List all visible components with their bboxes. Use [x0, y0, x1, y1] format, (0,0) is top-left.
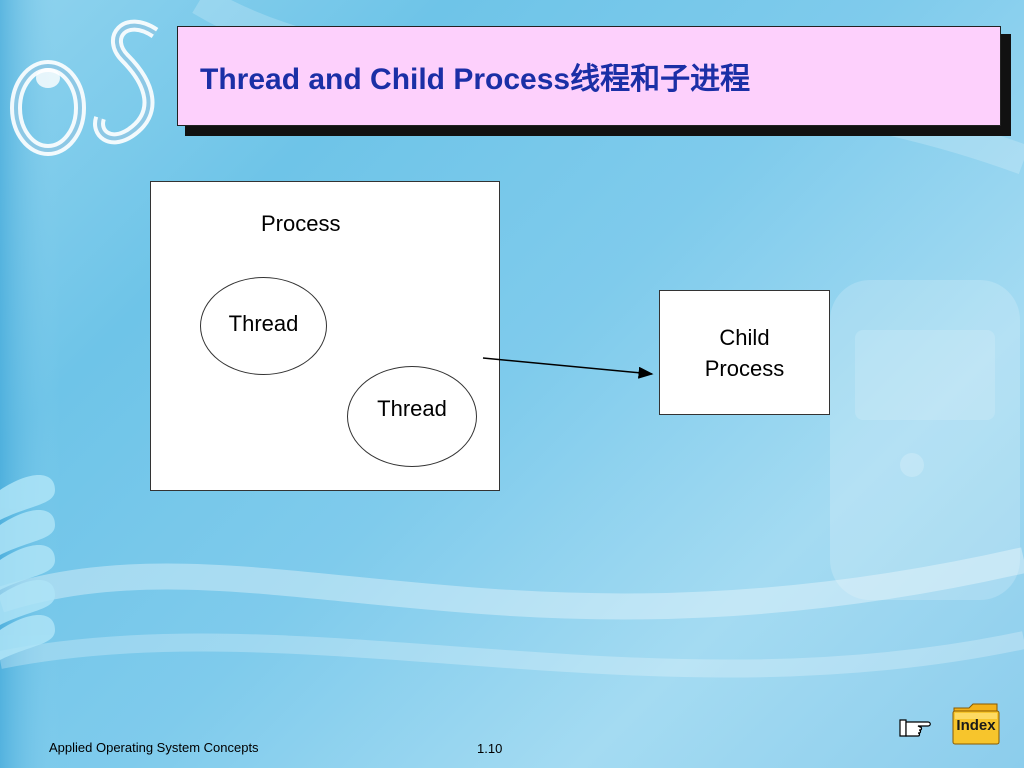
thread-label: Thread	[377, 395, 447, 421]
child-process-line1: Child	[719, 324, 770, 350]
folder-icon	[952, 703, 1000, 745]
thread-label: Thread	[228, 311, 299, 336]
child-process-box: Child Process	[659, 290, 830, 415]
process-box: Process Thread Thread	[150, 181, 500, 491]
footer-course-title: Applied Operating System Concepts	[49, 740, 259, 755]
pointing-hand-icon[interactable]	[898, 714, 932, 740]
page-number: 1.10	[477, 741, 503, 756]
process-label: Process	[261, 211, 341, 236]
thread-ellipse: Thread	[347, 366, 477, 467]
slide-title: Thread and Child Process线程和子进程	[200, 63, 751, 96]
title-bar: Thread and Child Process线程和子进程	[177, 26, 1001, 126]
child-process-label: Child Process	[705, 322, 784, 384]
index-button[interactable]: Index	[951, 702, 1001, 746]
child-process-line2: Process	[704, 355, 785, 381]
index-label: Index	[956, 717, 996, 734]
thread-ellipse: Thread	[200, 277, 327, 375]
os-logo	[10, 19, 159, 156]
